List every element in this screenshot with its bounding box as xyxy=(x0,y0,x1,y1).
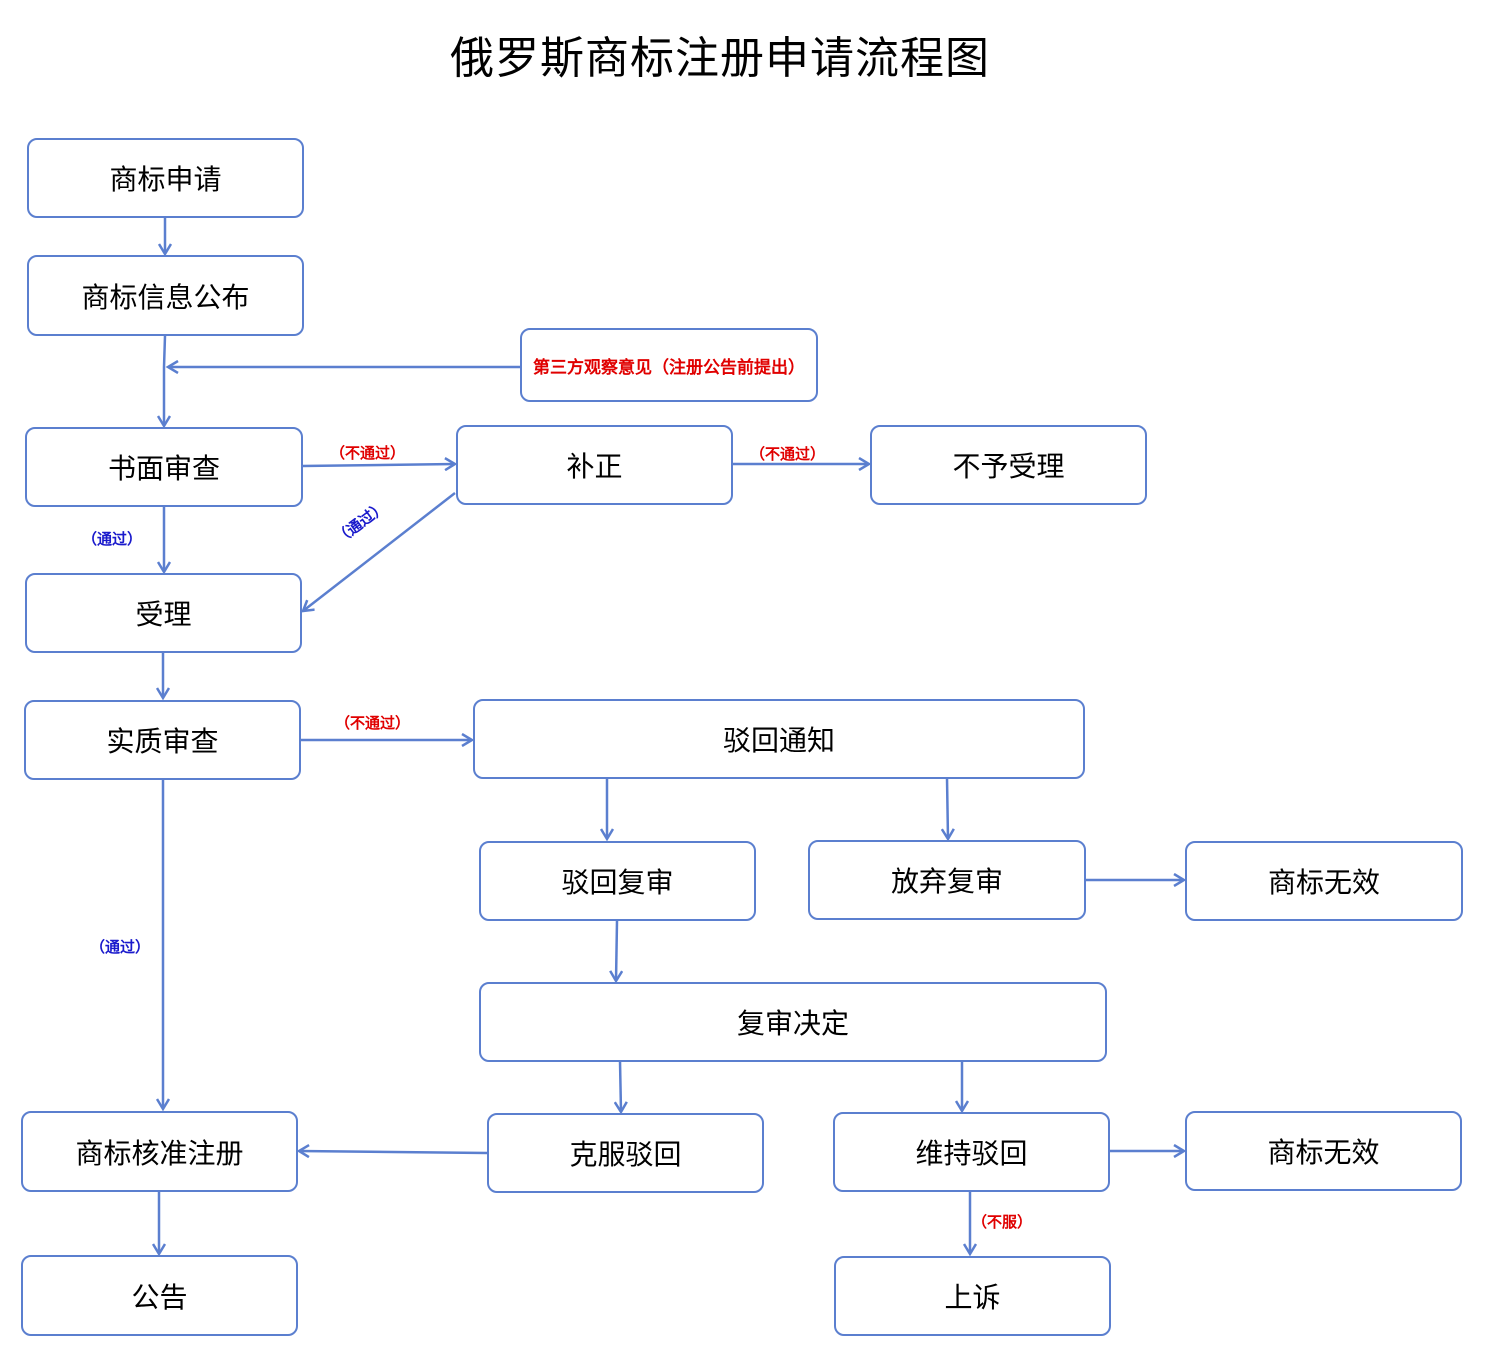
node-invalid-1: 商标无效 xyxy=(1185,841,1463,921)
node-rejection-notice: 驳回通知 xyxy=(473,699,1085,779)
node-third-party-opinion: 第三方观察意见（注册公告前提出） xyxy=(520,328,818,402)
node-substantive-exam: 实质审查 xyxy=(24,700,301,780)
node-announcement: 公告 xyxy=(21,1255,298,1336)
node-maintain-rejection: 维持驳回 xyxy=(833,1112,1110,1192)
edge-label-fail-substantive: （不通过） xyxy=(335,714,411,732)
node-correction: 补正 xyxy=(456,425,733,505)
line-publication-to-formal xyxy=(162,335,167,368)
node-review-decision: 复审决定 xyxy=(479,982,1107,1062)
edge-label-pass-formal: （通过） xyxy=(82,530,143,548)
node-invalid-2: 商标无效 xyxy=(1185,1111,1462,1191)
node-acceptance: 受理 xyxy=(25,573,302,653)
node-appeal: 上诉 xyxy=(834,1256,1111,1336)
node-approved-registration: 商标核准注册 xyxy=(21,1111,298,1192)
arrow-overcome-to-registration xyxy=(299,1151,488,1153)
node-not-accepted: 不予受理 xyxy=(870,425,1147,505)
edge-label-dispute: （不服） xyxy=(972,1213,1033,1231)
node-formal-exam: 书面审查 xyxy=(25,427,303,507)
arrow-notice-to-abandon xyxy=(947,777,948,839)
arrow-decision-to-overcome xyxy=(620,1060,621,1112)
edge-label-pass-substantive: （通过） xyxy=(90,938,151,956)
node-overcome-rejection: 克服驳回 xyxy=(487,1113,764,1193)
edge-label-fail-correction: （不通过） xyxy=(750,445,826,463)
arrow-correction-to-acceptance xyxy=(303,492,456,611)
node-rejection-review: 驳回复审 xyxy=(479,841,756,921)
page-title: 俄罗斯商标注册申请流程图 xyxy=(450,33,990,84)
node-info-publication: 商标信息公布 xyxy=(27,255,304,336)
node-abandon-review: 放弃复审 xyxy=(808,840,1086,920)
edge-label-fail-formal: （不通过） xyxy=(330,444,406,462)
node-application: 商标申请 xyxy=(27,138,304,218)
arrow-review-to-decision xyxy=(616,920,617,981)
arrow-formal-to-correction xyxy=(301,464,455,466)
